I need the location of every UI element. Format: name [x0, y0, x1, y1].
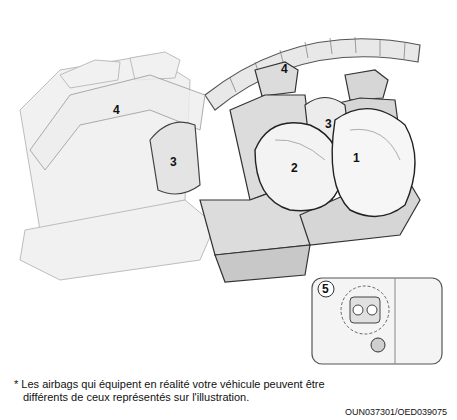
callout-number: 3	[170, 155, 177, 169]
callout-number: 1	[353, 151, 360, 165]
callout-number: 4	[281, 62, 288, 76]
footnote-caption: * Les airbags qui équipent en réalité vo…	[14, 378, 353, 404]
callout-number: 5	[322, 282, 329, 296]
figure-code: OUN037301/OED039075	[345, 407, 447, 418]
callout-number: 3	[325, 117, 332, 131]
callout-number: 4	[113, 103, 120, 117]
callout-number: 2	[291, 161, 298, 175]
